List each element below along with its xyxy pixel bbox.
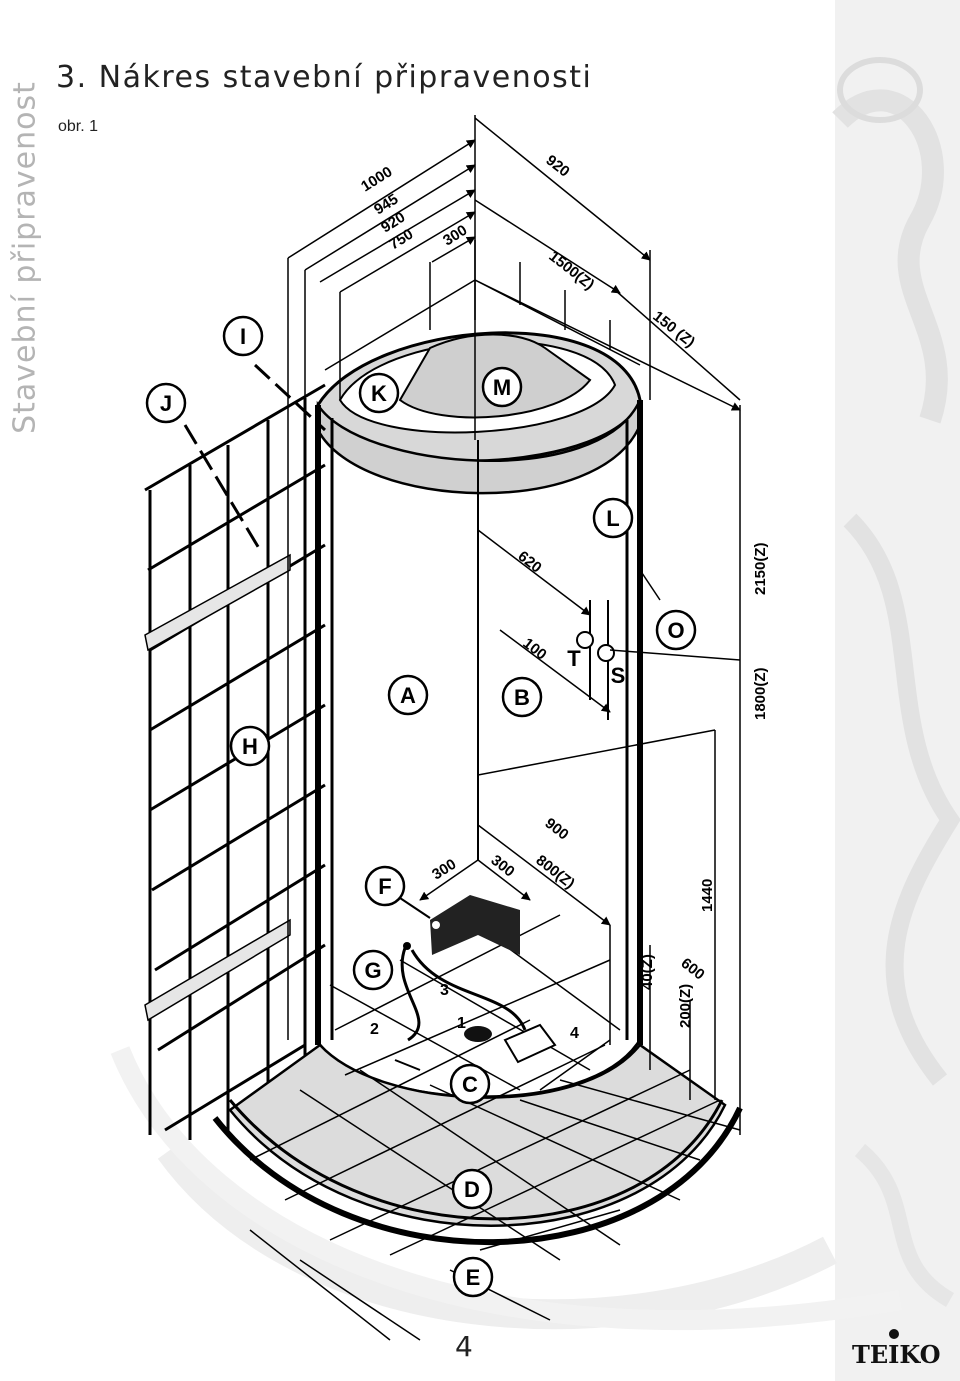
dim-620: 620 bbox=[515, 548, 545, 577]
svg-text:F: F bbox=[378, 874, 391, 899]
label-s: S bbox=[611, 663, 626, 688]
callout-o: O bbox=[655, 609, 697, 651]
callout-k: K bbox=[358, 372, 400, 414]
dim-300-left: 300 bbox=[429, 856, 459, 884]
dim-150: 150 (Z) bbox=[650, 308, 699, 351]
svg-text:I: I bbox=[240, 324, 246, 349]
dim-1800: 1800(Z) bbox=[752, 667, 769, 720]
floor-number-1: 1 bbox=[457, 1015, 466, 1032]
callout-f: F bbox=[364, 865, 431, 919]
svg-text:D: D bbox=[464, 1177, 480, 1202]
dim-100: 100 bbox=[520, 635, 550, 664]
svg-text:K: K bbox=[371, 381, 387, 406]
callout-e: E bbox=[452, 1256, 494, 1298]
floor-number-2: 2 bbox=[370, 1021, 379, 1038]
svg-text:G: G bbox=[364, 958, 381, 983]
dim-1500: 1500(Z) bbox=[546, 248, 598, 294]
figure-label: obr. 1 bbox=[58, 118, 99, 135]
teiko-logo: TEIKO bbox=[852, 1329, 941, 1369]
dimension-texts: 1000 945 920 750 300 920 1500(Z) 150 (Z)… bbox=[358, 152, 769, 1028]
svg-text:E: E bbox=[466, 1265, 481, 1290]
callout-d: D bbox=[451, 1168, 493, 1210]
dim-200: 200(Z) bbox=[677, 984, 694, 1028]
label-t: T bbox=[567, 646, 581, 671]
callouts: A B C D E F G H I J K L M O T S bbox=[145, 315, 697, 1298]
background-decoration bbox=[110, 0, 960, 1381]
dim-40: 40(Z) bbox=[639, 954, 656, 990]
callout-j: J bbox=[145, 382, 187, 424]
callout-b: B bbox=[501, 676, 543, 718]
svg-text:H: H bbox=[242, 734, 258, 759]
callout-m: M bbox=[481, 366, 523, 408]
callout-a: A bbox=[387, 674, 429, 716]
svg-text:J: J bbox=[160, 391, 172, 416]
svg-text:A: A bbox=[400, 683, 416, 708]
svg-text:B: B bbox=[514, 685, 530, 710]
floor-area bbox=[212, 895, 743, 1341]
callout-h: H bbox=[229, 725, 271, 767]
svg-text:O: O bbox=[667, 618, 684, 643]
logo-dot-icon bbox=[889, 1329, 899, 1339]
callout-i: I bbox=[222, 315, 264, 357]
dim-1440: 1440 bbox=[699, 879, 716, 912]
page-heading: 3. Nákres stavební připravenosti bbox=[56, 60, 593, 95]
floor-number-3: 3 bbox=[440, 982, 449, 999]
callout-c: C bbox=[449, 1063, 491, 1105]
dim-900: 900 bbox=[542, 815, 572, 844]
page-number: 4 bbox=[455, 1330, 473, 1363]
tiled-wall bbox=[144, 383, 326, 1140]
dim-300-top: 300 bbox=[440, 222, 470, 250]
svg-text:L: L bbox=[606, 506, 619, 531]
dim-1000: 1000 bbox=[358, 163, 395, 195]
dim-300-right: 300 bbox=[488, 852, 518, 881]
dimension-lines bbox=[183, 115, 741, 1135]
svg-text:C: C bbox=[462, 1072, 478, 1097]
floor-number-4: 4 bbox=[570, 1025, 579, 1042]
floor-numbers: 1 2 3 4 bbox=[370, 982, 579, 1042]
mixer-valves bbox=[576, 600, 615, 720]
svg-text:M: M bbox=[493, 375, 511, 400]
callout-l: L bbox=[592, 497, 634, 539]
dim-2150: 2150(Z) bbox=[752, 542, 769, 595]
callout-g: G bbox=[352, 949, 394, 991]
dim-600: 600 bbox=[678, 955, 708, 984]
